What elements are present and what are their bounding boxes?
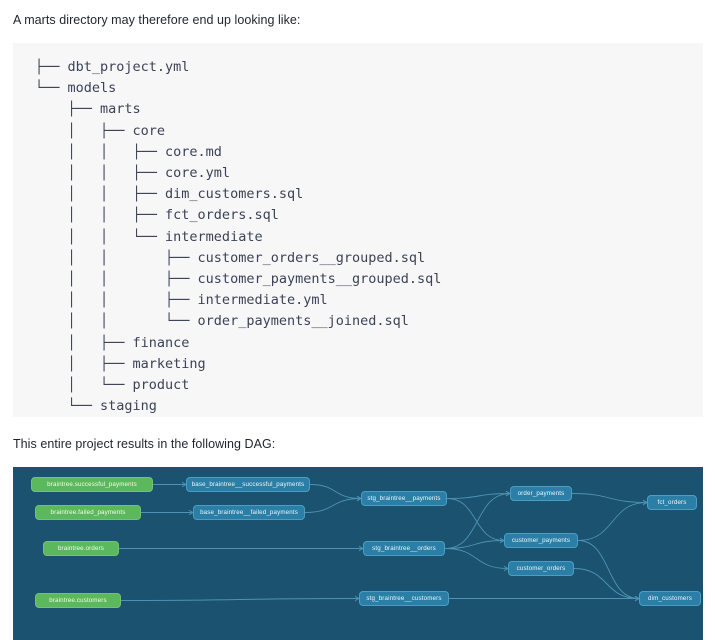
code-line: │ │ ├── customer_payments__grouped.sql — [35, 271, 442, 288]
dag-edge-braintree_customers-to-stg_braintree__customers — [120, 598, 360, 601]
code-line: │ ├── finance — [35, 334, 190, 351]
dag-node-fct_orders[interactable]: fct_orders — [647, 495, 697, 510]
code-line: │ │ └── order_payments__joined.sql — [35, 313, 409, 330]
code-line: │ │ ├── dim_customers.sql — [35, 186, 304, 203]
dag-edge-customer_orders-to-dim_customers — [573, 568, 640, 599]
dag-edge-customer_payments-to-fct_orders — [577, 502, 648, 541]
dag-edge-stg_braintree__payments-to-customer_payments — [446, 498, 505, 541]
code-line: │ │ ├── fct_orders.sql — [35, 207, 279, 224]
code-line: │ │ ├── core.md — [35, 143, 222, 160]
dag-edge-stg_braintree__payments-to-order_payments — [446, 493, 511, 499]
dag-panel: braintree.successful_payments braintree.f… — [13, 467, 703, 640]
intro-paragraph-marts: A marts directory may therefore end up l… — [13, 13, 301, 27]
dag-edge-stg_braintree__orders-to-customer_orders — [444, 548, 509, 569]
code-line: ├── marts — [35, 101, 141, 118]
code-line: │ ├── marketing — [35, 355, 206, 372]
code-line: │ │ ├── customer_orders__grouped.sql — [35, 249, 426, 266]
dag-node-dim_customers[interactable]: dim_customers — [639, 591, 701, 606]
dag-node-stg_braintree__customers[interactable]: stg_braintree__customers — [359, 591, 449, 606]
dag-node-braintree_customers[interactable]: braintree.customers — [35, 593, 121, 608]
dag-node-stg_braintree__payments[interactable]: stg_braintree__payments — [361, 491, 447, 506]
dag-node-customer_orders[interactable]: customer_orders — [508, 561, 574, 576]
dag-node-braintree_orders[interactable]: braintree.orders — [43, 541, 119, 556]
dag-edge-layer — [119, 481, 648, 602]
dag-node-base_braintree__successful_payments[interactable]: base_braintree__successful_payments — [186, 477, 310, 492]
dag-edge-stg_braintree__orders-to-order_payments — [444, 493, 511, 549]
code-line: ├── dbt_project.yml — [35, 59, 190, 75]
code-line: │ │ ├── core.yml — [35, 165, 231, 182]
dag-node-braintree_successful_payments[interactable]: braintree.successful_payments — [31, 477, 153, 492]
code-line: └── staging — [35, 398, 157, 415]
directory-tree-code-block: ├── dbt_project.yml└── models ├── marts … — [13, 43, 703, 417]
dag-node-order_payments[interactable]: order_payments — [510, 486, 572, 501]
intro-paragraph-dag: This entire project results in the follo… — [13, 437, 276, 451]
dag-edge-stg_braintree__orders-to-customer_payments — [444, 540, 505, 549]
dag-node-braintree_failed_payments[interactable]: braintree.failed_payments — [35, 505, 141, 520]
dag-edge-customer_payments-to-dim_customers — [577, 540, 640, 599]
dag-edge-order_payments-to-fct_orders — [571, 493, 648, 503]
code-lines: ├── dbt_project.yml└── models ├── marts … — [35, 57, 703, 417]
dag-node-stg_braintree__orders[interactable]: stg_braintree__orders — [363, 541, 445, 556]
code-line: │ │ └── intermediate — [35, 228, 263, 245]
code-line: │ └── product — [35, 377, 190, 394]
dag-edge-base_braintree__failed_payments-to-stg_braintree__payments — [304, 498, 362, 513]
code-line: │ │ ├── intermediate.yml — [35, 292, 328, 309]
code-line: │ ├── core — [35, 122, 166, 139]
dag-node-customer_payments[interactable]: customer_payments — [504, 533, 578, 548]
code-line: └── models — [35, 80, 117, 97]
dag-node-base_braintree__failed_payments[interactable]: base_braintree__failed_payments — [193, 505, 305, 520]
dag-edge-base_braintree__successful_payments-to-stg_braintree__payments — [309, 484, 362, 499]
